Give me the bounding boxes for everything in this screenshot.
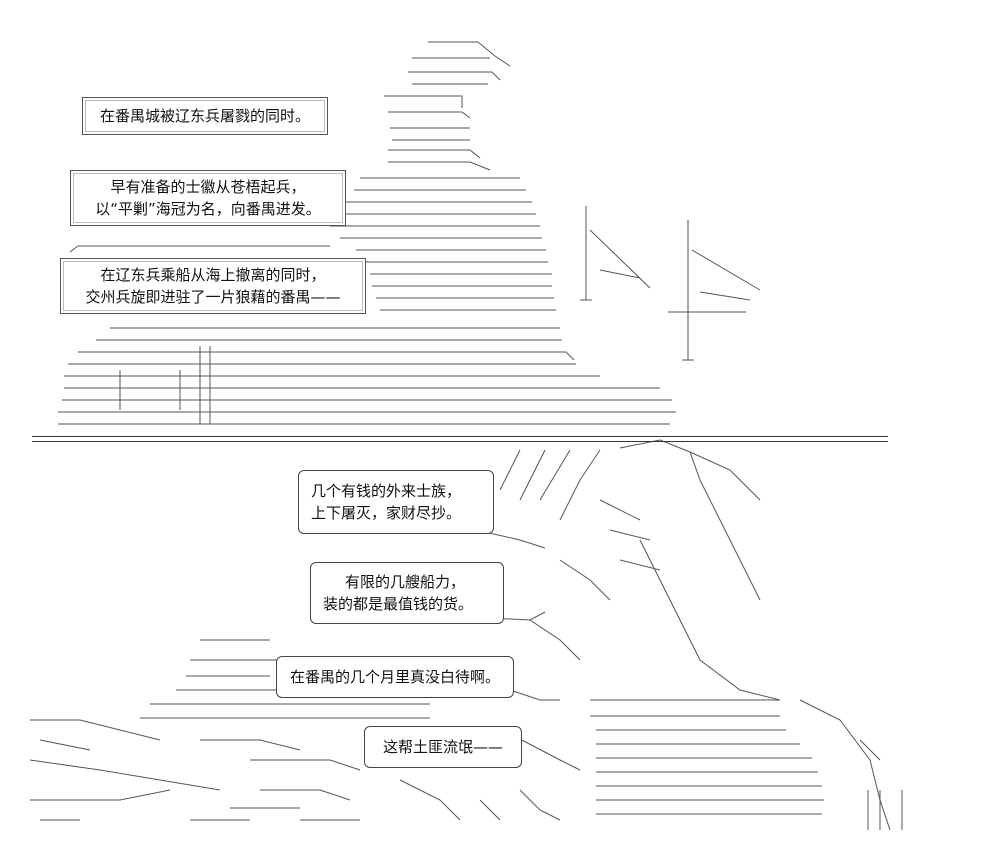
speech-text-line2: 装的都是最值钱的货。 <box>323 595 474 613</box>
caption-top-2: 早有准备的士徽从苍梧起兵， 以“平剿”海冠为名，向番禺进发。 <box>70 170 346 226</box>
caption-text-line1: 早有准备的士徽从苍梧起兵， <box>110 178 306 196</box>
figures-drawing <box>29 439 903 831</box>
speech-text-line1: 几个有钱的外来士族， <box>311 482 462 500</box>
speech-text-line2: 上下屠灭，家财尽抄。 <box>311 504 462 522</box>
speech-bubble-3: 在番禺的几个月里真没白待啊。 <box>276 656 514 698</box>
speech-text: 在番禺的几个月里真没白待啊。 <box>289 668 500 686</box>
speech-text: 这帮土匪流氓—— <box>382 738 503 756</box>
caption-text-line2: 交州兵旋即进驻了一片狼藉的番禺—— <box>85 288 341 306</box>
castle-drawing <box>58 41 761 425</box>
speech-bubble-1: 几个有钱的外来士族， 上下屠灭，家财尽抄。 <box>298 470 494 534</box>
caption-text-line2: 以“平剿”海冠为名，向番禺进发。 <box>95 200 321 218</box>
caption-text: 在番禺城被辽东兵屠戮的同时。 <box>99 107 310 125</box>
panel-divider <box>32 436 888 442</box>
speech-bubble-4: 这帮土匪流氓—— <box>364 726 522 768</box>
caption-top-1: 在番禺城被辽东兵屠戮的同时。 <box>82 97 328 135</box>
caption-top-3: 在辽东兵乘船从海上撤离的同时， 交州兵旋即进驻了一片狼藉的番禺—— <box>60 258 366 314</box>
speech-bubble-2: 有限的几艘船力， 装的都是最值钱的货。 <box>310 562 504 624</box>
caption-text-line1: 在辽东兵乘船从海上撤离的同时， <box>100 266 326 284</box>
speech-text-line1: 有限的几艘船力， <box>345 573 466 591</box>
